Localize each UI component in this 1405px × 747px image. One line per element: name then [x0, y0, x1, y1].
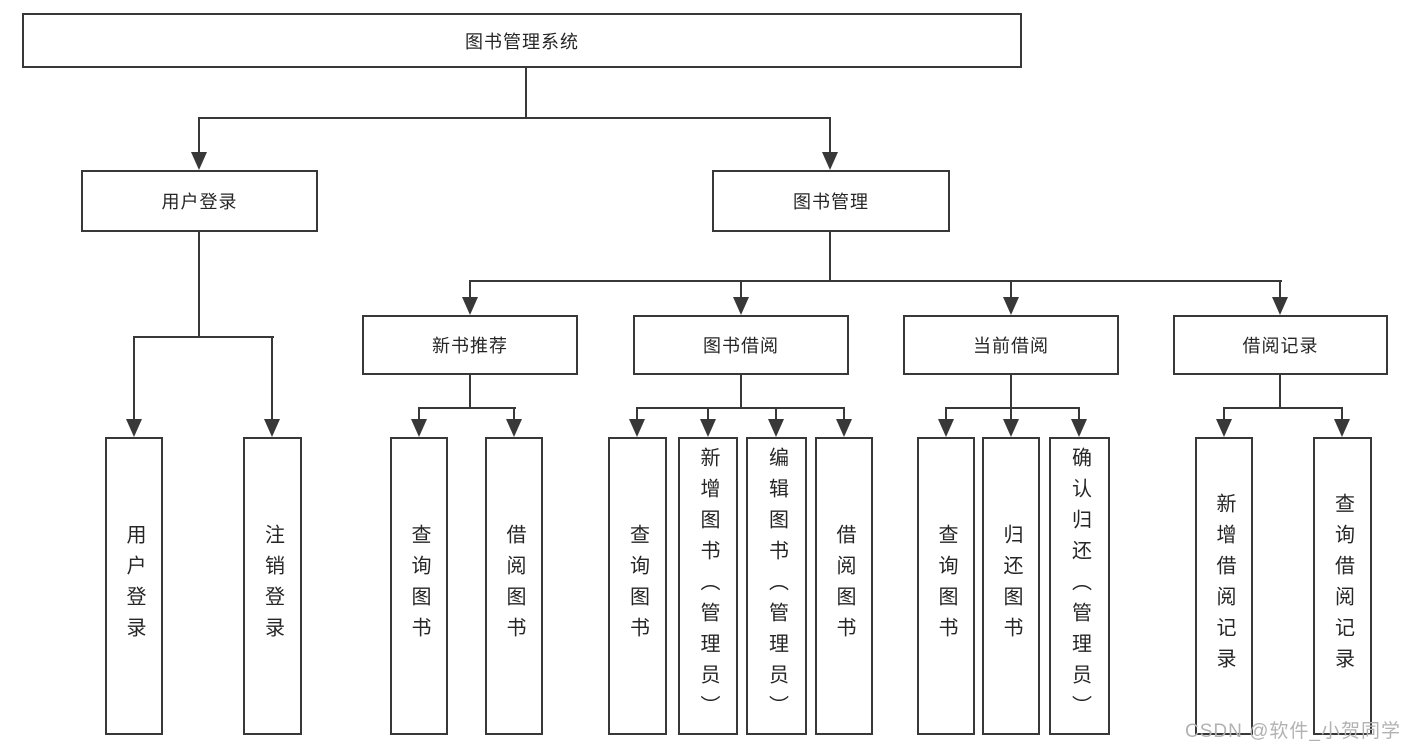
- connector: [829, 117, 831, 155]
- leaf-borrow-books-recommend: 借阅图书: [485, 437, 543, 735]
- arrow-down-icon: [126, 419, 142, 437]
- node-user-login: 用户登录: [81, 170, 318, 232]
- connector: [740, 375, 742, 407]
- leaf-logout: 注销登录: [243, 437, 302, 735]
- arrow-down-icon: [822, 152, 838, 170]
- leaf-return-books: 归还图书: [982, 437, 1040, 735]
- leaf-edit-books-admin: 编辑图书（管理员）: [746, 437, 807, 735]
- leaf-query-borrow-record: 查询借阅记录: [1313, 437, 1372, 735]
- connector: [1279, 375, 1281, 407]
- leaf-label: 查询借阅记录: [1331, 493, 1354, 679]
- leaf-label: 查询图书: [935, 524, 957, 648]
- leaf-label: 确认归还（管理员）: [1068, 446, 1091, 726]
- connector: [469, 280, 471, 298]
- node-label: 新书推荐: [432, 336, 508, 356]
- connector: [1078, 407, 1080, 420]
- connector: [133, 336, 274, 338]
- connector: [1010, 280, 1012, 298]
- leaf-confirm-return-admin: 确认归还（管理员）: [1049, 437, 1110, 735]
- connector: [418, 407, 516, 409]
- arrow-down-icon: [938, 419, 954, 437]
- connector: [525, 68, 527, 117]
- node-current-borrowing: 当前借阅: [903, 315, 1119, 375]
- leaf-label: 借阅图书: [503, 524, 525, 648]
- arrow-down-icon: [411, 419, 427, 437]
- leaf-label: 查询图书: [626, 524, 649, 648]
- connector: [198, 117, 831, 119]
- connector: [829, 232, 831, 280]
- node-label: 图书管理: [793, 192, 869, 212]
- leaf-label: 编辑图书（管理员）: [765, 446, 788, 726]
- node-new-book-recommendation: 新书推荐: [362, 315, 578, 375]
- arrow-down-icon: [1003, 419, 1019, 437]
- leaf-user-login: 用户登录: [105, 437, 163, 735]
- leaf-label: 注销登录: [261, 524, 284, 648]
- leaf-label: 借阅图书: [833, 524, 855, 648]
- arrow-down-icon: [629, 419, 645, 437]
- leaf-query-books-borrowing: 查询图书: [608, 437, 667, 735]
- leaf-label: 查询图书: [408, 524, 430, 648]
- connector: [418, 407, 420, 420]
- connector: [198, 232, 200, 336]
- arrow-down-icon: [733, 297, 749, 315]
- csdn-watermark: CSDN @软件_小贺同学: [1185, 721, 1401, 742]
- arrow-down-icon: [264, 419, 280, 437]
- connector: [1010, 407, 1012, 420]
- leaf-borrow-books-borrowing: 借阅图书: [815, 437, 873, 735]
- node-label: 图书管理系统: [465, 31, 579, 52]
- leaf-add-borrow-record: 新增借阅记录: [1195, 437, 1253, 735]
- connector: [469, 280, 1282, 282]
- connector: [513, 407, 515, 420]
- arrow-down-icon: [462, 297, 478, 315]
- connector: [1010, 375, 1012, 407]
- connector: [945, 407, 1080, 409]
- node-borrowing-records: 借阅记录: [1173, 315, 1388, 375]
- connector: [775, 407, 777, 420]
- arrow-down-icon: [1071, 419, 1087, 437]
- leaf-label: 用户登录: [123, 524, 145, 648]
- connector: [945, 407, 947, 420]
- leaf-label: 新增借阅记录: [1213, 493, 1235, 679]
- arrow-down-icon: [1272, 297, 1288, 315]
- node-root-library-system: 图书管理系统: [22, 13, 1022, 68]
- connector: [636, 407, 638, 420]
- arrow-down-icon: [1003, 297, 1019, 315]
- connector: [133, 336, 135, 420]
- connector: [1223, 407, 1343, 409]
- connector: [740, 280, 742, 298]
- connector: [1279, 280, 1281, 298]
- arrow-down-icon: [506, 419, 522, 437]
- node-label: 用户登录: [161, 192, 238, 212]
- arrow-down-icon: [836, 419, 852, 437]
- node-label: 当前借阅: [973, 336, 1049, 356]
- connector: [636, 407, 845, 409]
- node-label: 借阅记录: [1242, 336, 1319, 356]
- arrow-down-icon: [700, 419, 716, 437]
- connector: [271, 336, 273, 420]
- arrow-down-icon: [768, 419, 784, 437]
- connector: [843, 407, 845, 420]
- connector: [198, 117, 200, 155]
- node-book-borrowing: 图书借阅: [633, 315, 849, 375]
- connector: [1223, 407, 1225, 420]
- leaf-query-books-current: 查询图书: [917, 437, 975, 735]
- arrow-down-icon: [191, 152, 207, 170]
- leaf-label: 归还图书: [1000, 524, 1022, 648]
- connector: [707, 407, 709, 420]
- leaf-query-books-recommend: 查询图书: [390, 437, 448, 735]
- node-book-management: 图书管理: [712, 170, 950, 232]
- arrow-down-icon: [1216, 419, 1232, 437]
- node-label: 图书借阅: [703, 336, 779, 356]
- leaf-label: 新增图书（管理员）: [697, 446, 719, 726]
- connector: [469, 375, 471, 407]
- connector: [1341, 407, 1343, 420]
- arrow-down-icon: [1334, 419, 1350, 437]
- leaf-add-books-admin: 新增图书（管理员）: [678, 437, 738, 735]
